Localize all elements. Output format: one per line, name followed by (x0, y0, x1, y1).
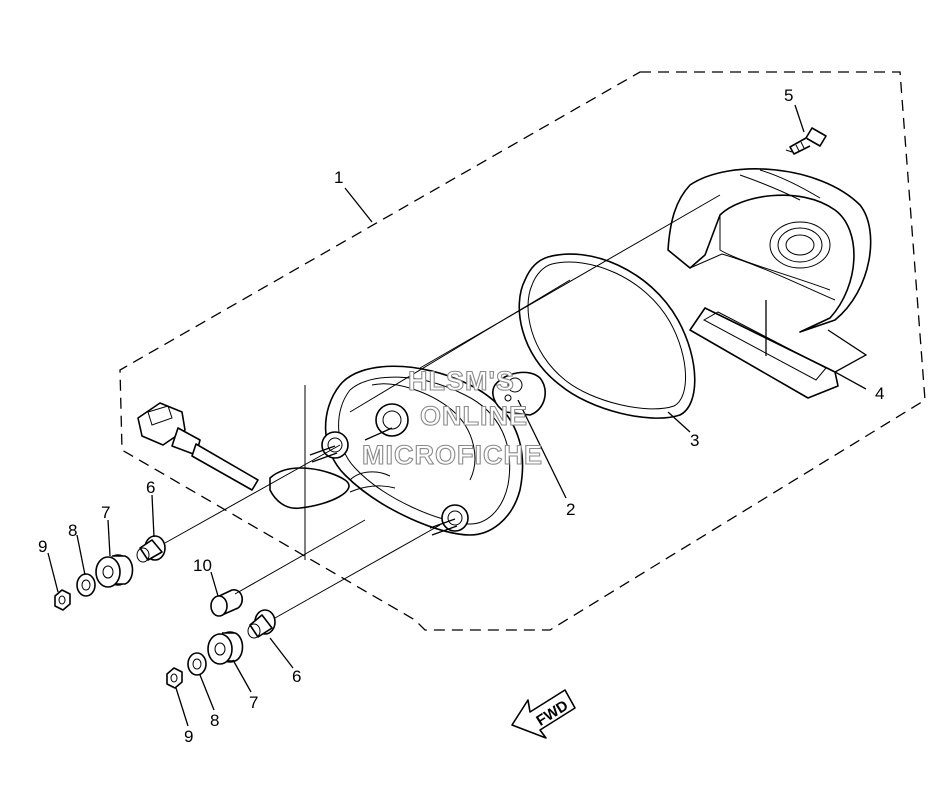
part-7-grommet-upper (95, 554, 134, 588)
housing (269, 365, 524, 536)
part-6-collar-upper (136, 535, 166, 563)
watermark-line-2: ONLINE (420, 401, 528, 431)
connector-plug (137, 402, 259, 491)
callout-5: 5 (784, 86, 793, 105)
part-2-socket (492, 371, 546, 416)
assembly-boundary (119, 71, 926, 631)
part-8-washer-upper (76, 573, 96, 597)
leader-lines (47, 104, 868, 727)
callout-8-lower: 8 (210, 711, 219, 730)
callout-6-lower: 6 (292, 667, 301, 686)
part-9-nut-upper (54, 589, 71, 611)
callout-3: 3 (690, 431, 699, 450)
part-7-grommet-lower (207, 631, 244, 665)
watermark-line-3: MICROFICHE (362, 440, 543, 470)
part-3-gasket (518, 253, 696, 419)
watermark: HLSM'S ONLINE MICROFICHE (361, 365, 543, 470)
callout-7-upper: 7 (101, 503, 110, 522)
watermark-line-1: HLSM'S (408, 366, 515, 396)
part-6-collar-lower (247, 609, 276, 639)
part-4-lens (667, 168, 872, 399)
fwd-arrow: FWD (511, 689, 576, 739)
callout-6-upper: 6 (146, 478, 155, 497)
part-5-screw (785, 127, 827, 155)
part-9-nut-lower (166, 667, 183, 689)
part-8-washer-lower (187, 652, 207, 676)
callout-7-lower: 7 (249, 693, 258, 712)
callout-8-upper: 8 (68, 521, 77, 540)
callout-1: 1 (334, 168, 343, 187)
callout-10: 10 (193, 556, 212, 575)
part-10-spacer (210, 589, 244, 617)
callout-9-lower: 9 (184, 727, 193, 746)
callouts: 1 2 3 4 5 6 7 8 9 10 6 7 8 9 (38, 86, 884, 746)
callout-9-upper: 9 (38, 537, 47, 556)
callout-4: 4 (875, 384, 884, 403)
callout-2: 2 (566, 500, 575, 519)
